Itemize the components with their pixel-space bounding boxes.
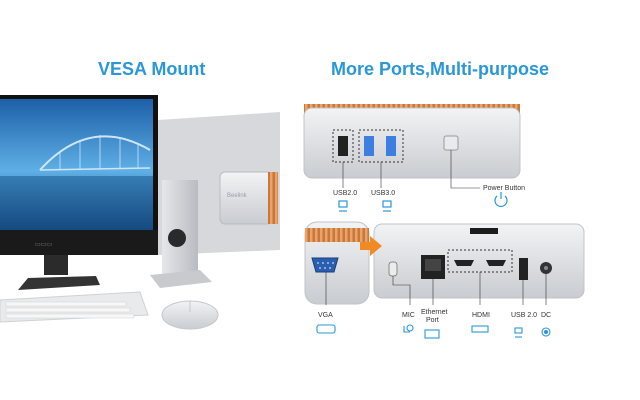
mic-icon <box>403 326 410 333</box>
power-button <box>443 135 459 151</box>
hdmi-icon <box>471 325 489 333</box>
ethernet-label-line1: Ethernet <box>421 309 448 316</box>
brand-text: Beelink <box>227 193 248 199</box>
ethernet-label-line2: Port <box>426 317 439 324</box>
usb20-bottom-label: USB 2.0 <box>511 312 538 319</box>
mini-pc-rear <box>373 223 585 299</box>
mic-port <box>388 261 398 277</box>
dc-label: DC <box>541 312 552 319</box>
power-button-label: Power Button <box>483 185 526 192</box>
vga-label: VGA <box>318 312 333 319</box>
usb20-icon <box>338 200 348 208</box>
vga-port <box>311 257 339 273</box>
ethernet-icon <box>424 329 440 339</box>
mic-label: MIC <box>402 312 415 319</box>
hdmi-label: HDMI <box>472 312 490 319</box>
usb20-port <box>338 136 348 156</box>
vga-zoom <box>304 221 382 305</box>
vesa-mounted-pc: Beelink <box>219 171 278 225</box>
power-icon <box>494 195 508 207</box>
hdmi-port-2 <box>486 260 506 266</box>
svg-text:▭▭▭: ▭▭▭ <box>35 242 52 248</box>
vga-icon <box>316 324 336 334</box>
monitor: ▭▭▭ <box>0 95 158 290</box>
dc-icon <box>541 327 551 337</box>
vesa-mount-title: VESA Mount <box>98 59 206 79</box>
usb30-icon <box>382 200 392 208</box>
usb20-rear-icon <box>514 327 523 334</box>
usb30-port-1 <box>364 136 374 156</box>
mini-pc-front <box>303 104 521 179</box>
more-ports-title: More Ports,Multi-purpose <box>331 59 550 79</box>
usb20-rear-port <box>519 258 528 280</box>
usb20-top-label: USB2.0 <box>333 190 358 197</box>
usb30-port-2 <box>386 136 396 156</box>
keyboard <box>0 291 149 323</box>
orange-arrow <box>360 236 382 256</box>
usb30-top-label: USB3.0 <box>371 190 396 197</box>
hdmi-port-1 <box>454 260 474 266</box>
